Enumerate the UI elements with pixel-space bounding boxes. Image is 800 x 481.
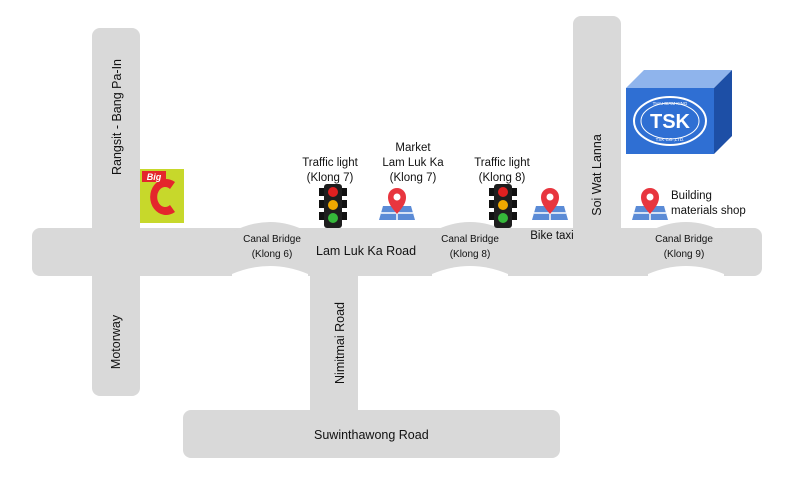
tsk-logo-text: TSK [650,111,691,133]
traffic-light-klong-7-label: Traffic light (Klong 7) [302,157,358,184]
road-nimitmai [310,262,358,422]
canal-bridge-klong-8-label: Canal Bridge (Klong 8) [441,234,499,260]
traffic-light-icon [319,184,347,228]
canal-bridge-klong-6-label: Canal Bridge (Klong 6) [243,234,301,260]
tsk-building-icon: TSK THAI SIAM KING TSK CO.,LTD. [626,70,732,154]
canal-bridge-klong-9-label: Canal Bridge (Klong 9) [655,234,713,260]
label-soi-wat-lanna: Soi Wat Lanna [590,134,604,216]
traffic-light-icon [489,184,517,228]
label-suwinthawong-road: Suwinthawong Road [314,428,429,442]
label-lam-luk-ka-road: Lam Luk Ka Road [316,244,417,258]
label-motorway: Motorway [109,314,123,370]
bike-taxi-label: Bike taxi [530,230,574,242]
map-pin-icon [379,188,415,220]
road-lam-luk-ka [32,228,762,276]
road-rangsit-bang-pa-in [92,28,140,396]
map-pin-icon [632,188,668,220]
market-lam-luk-ka-label: Market Lam Luk Ka (Klong 7) [382,142,444,184]
traffic-light-klong-8-label: Traffic light (Klong 8) [474,157,530,184]
tsk-ring-bottom: TSK CO.,LTD. [656,137,685,142]
road-suwinthawong [183,410,560,458]
bigc-logo: Big C [140,169,184,223]
label-nimitmai-road: Nimitmai Road [333,302,347,384]
bigc-small-text: Big [147,172,162,182]
label-rangsit-bang-pa-in: Rangsit - Bang Pa-In [110,58,124,176]
building-materials-shop-label: Building materials shop [671,190,746,217]
road-soi-wat-lanna [573,16,621,236]
map-pin-icon [532,188,568,220]
tsk-ring-top: THAI SIAM KING [653,101,688,106]
